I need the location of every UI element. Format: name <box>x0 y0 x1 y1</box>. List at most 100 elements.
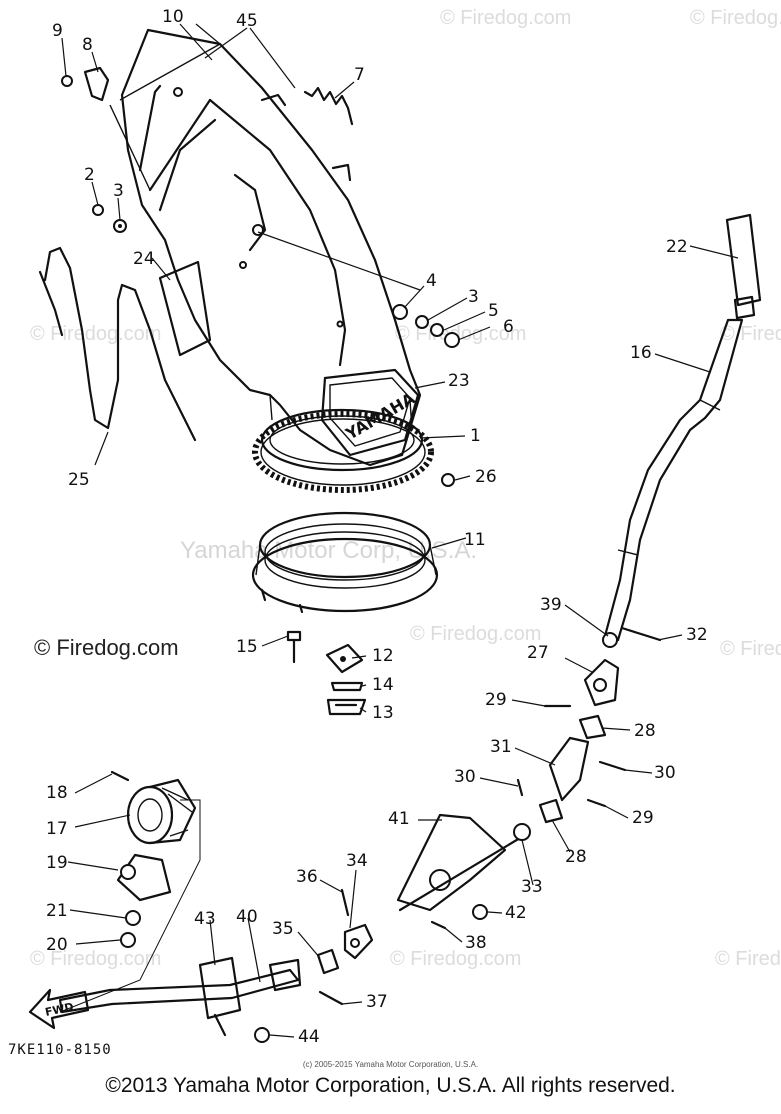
arm-34-hole <box>350 938 360 948</box>
label-part-41: 41 <box>388 809 410 829</box>
chute-outline <box>120 28 422 467</box>
ring-gear-inner <box>260 418 426 486</box>
chute-ring-side-r <box>429 544 437 576</box>
label-part-11: 11 <box>464 530 486 550</box>
block-28b <box>538 798 564 824</box>
decal-panel-inner <box>329 377 411 447</box>
label-part-6: 6 <box>503 317 514 337</box>
label-part-19: 19 <box>46 853 68 873</box>
watermark-mid-center: © Firedog.com <box>410 623 541 645</box>
control-shaft-40 <box>58 968 300 1014</box>
nut-26 <box>441 473 455 487</box>
label-part-3b: 3 <box>468 287 479 307</box>
label-part-28a: 28 <box>634 721 656 741</box>
label-part-15: 15 <box>236 637 258 657</box>
clamp-plate-hole <box>340 656 346 662</box>
washer-3b <box>415 315 429 329</box>
chute-base-ring-inner <box>269 415 415 465</box>
pin-36 <box>340 888 350 917</box>
label-part-7: 7 <box>354 65 365 85</box>
yoke-31 <box>548 736 590 802</box>
arm-34 <box>343 923 374 960</box>
pin-30b <box>598 760 627 772</box>
chute-ring-11 <box>251 511 439 614</box>
watermark-top-right: © Firedog.com <box>690 7 781 29</box>
label-part-27: 27 <box>527 643 549 663</box>
chute-ring-mid2 <box>264 531 426 589</box>
watermark-bottom-left: © Firedog.com <box>30 948 161 970</box>
shim-14 <box>330 681 364 692</box>
label-part-5: 5 <box>488 301 499 321</box>
label-part-29b: 29 <box>632 808 654 828</box>
clamp-13 <box>326 698 367 716</box>
chute-side-hardware <box>392 304 460 487</box>
bracket-27 <box>583 658 620 707</box>
cable-end-25 <box>38 270 64 337</box>
nut-6 <box>444 332 460 348</box>
chute-left-flange <box>109 104 151 191</box>
label-part-43: 43 <box>194 909 216 929</box>
pin-38 <box>430 920 447 930</box>
pin-18 <box>110 770 130 782</box>
label-part-18: 18 <box>46 783 68 803</box>
nut-20 <box>120 932 136 948</box>
lever-plate-41 <box>396 813 507 912</box>
chute-ring-side-l <box>255 544 261 576</box>
bracket-19 <box>116 853 172 902</box>
control-cable-25 <box>43 246 197 442</box>
chute-deflector-edge <box>148 98 212 192</box>
copyright-footer: ©2013 Yamaha Motor Corporation, U.S.A. A… <box>105 1074 676 1097</box>
watermark-mid-right: © Firedog.com <box>720 638 781 660</box>
pulley-17-hub <box>137 798 163 832</box>
chute-rivet <box>239 261 247 269</box>
chute-rod <box>138 84 162 172</box>
watermark-center: © Firedog.com <box>395 323 526 345</box>
chute-side-tab <box>331 163 352 182</box>
chute-base-side-r <box>409 399 413 431</box>
snow-chute-assembly: YAMAHA <box>109 28 424 472</box>
lever-shaft <box>398 833 527 912</box>
washer-39 <box>602 632 618 648</box>
ring-gear-1 <box>252 411 434 493</box>
shaft-clevis <box>268 958 302 992</box>
spring-7 <box>303 86 354 126</box>
washer-3a-hole <box>118 224 122 228</box>
lever-assembly <box>396 813 531 930</box>
chute-ring-pin-m <box>298 603 304 614</box>
label-part-31: 31 <box>490 737 512 757</box>
nut-9 <box>61 75 73 87</box>
crank-handle <box>603 213 762 642</box>
label-part-23: 23 <box>448 371 470 391</box>
collar-4 <box>392 304 408 320</box>
ring-gear-teeth <box>252 411 434 493</box>
label-part-40: 40 <box>236 907 258 927</box>
label-part-12: 12 <box>372 646 394 666</box>
label-part-4: 4 <box>426 271 437 291</box>
chute-rivet-2 <box>336 320 344 328</box>
watermark-left: © Firedog.com <box>30 323 161 345</box>
label-part-20: 20 <box>46 935 68 955</box>
chute-bracket <box>233 173 267 252</box>
gearbox-group <box>516 626 662 824</box>
spring-coil <box>303 86 354 126</box>
pin-32 <box>620 626 662 642</box>
bracket-8 <box>83 66 110 102</box>
bolt-15-head <box>286 630 302 642</box>
label-part-13: 13 <box>372 703 394 723</box>
watermark-right: © Firedog.com <box>720 323 781 345</box>
label-part-36: 36 <box>296 867 318 887</box>
chute-ring-pin-l <box>260 588 267 602</box>
pin-29b <box>586 798 607 808</box>
pulley-17-face <box>126 785 174 845</box>
bolt-44 <box>254 1027 270 1043</box>
bracket-43-tab <box>213 1013 227 1037</box>
chute-top-edge <box>119 43 221 101</box>
linkage-bits <box>316 888 374 1006</box>
label-part-33: 33 <box>521 877 543 897</box>
label-part-32: 32 <box>686 625 708 645</box>
pin-30a <box>516 778 524 797</box>
watermark-bottom-right: © Firedog.com <box>715 948 781 970</box>
label-part-29a: 29 <box>485 690 507 710</box>
chute-top-hole <box>173 87 183 97</box>
